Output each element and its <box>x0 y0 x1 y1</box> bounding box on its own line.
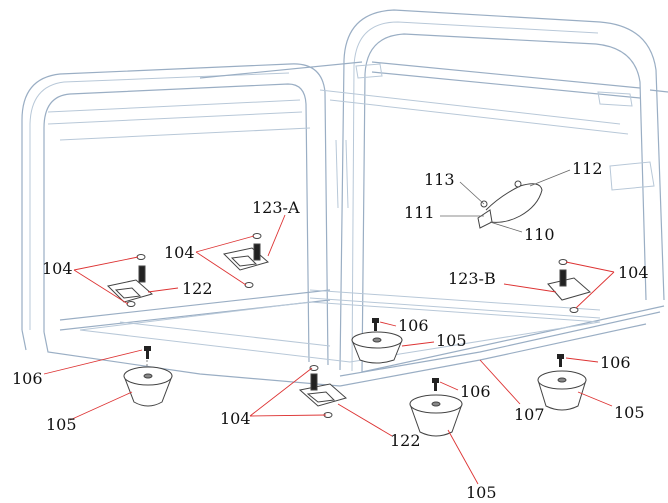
label-106-right: 106 <box>600 353 631 372</box>
label-112: 112 <box>572 159 603 178</box>
label-104-right: 104 <box>618 263 649 282</box>
label-106-center: 106 <box>398 316 429 335</box>
mount-123-b <box>547 259 592 313</box>
label-110: 110 <box>524 225 555 244</box>
label-105-right: 105 <box>614 403 645 422</box>
label-123-a: 123-A <box>252 198 300 217</box>
foot-105-right <box>537 370 587 411</box>
label-113: 113 <box>424 170 455 189</box>
label-104-top: 104 <box>164 243 195 262</box>
label-105-left: 105 <box>46 415 77 434</box>
label-106-front: 106 <box>460 382 491 401</box>
bolt-106-left <box>144 346 151 406</box>
mount-122-front <box>298 365 348 418</box>
label-106-left: 106 <box>12 369 43 388</box>
mount-122-left <box>106 254 154 307</box>
bolt-106-center <box>372 318 379 331</box>
label-123-b: 123-B <box>448 269 496 288</box>
label-104-left: 104 <box>42 259 73 278</box>
label-111: 111 <box>404 203 435 222</box>
mount-123-a <box>222 233 270 288</box>
wire-harness <box>477 180 543 229</box>
foot-105-front <box>409 394 463 437</box>
label-105-center: 105 <box>436 331 467 350</box>
foot-105-left <box>123 366 173 407</box>
bolt-106-right <box>557 354 564 367</box>
label-105-front: 105 <box>466 483 497 502</box>
callout-labels: 123-A 104 104 122 113 111 112 110 123-B … <box>12 159 649 502</box>
bolt-106-front <box>432 378 439 391</box>
label-122-bottom: 122 <box>390 431 421 450</box>
tubular-frame <box>21 9 668 387</box>
foot-105-center <box>351 331 403 364</box>
label-107: 107 <box>514 405 545 424</box>
leader-lines <box>43 169 615 485</box>
label-104-bottom: 104 <box>220 409 251 428</box>
label-122-left: 122 <box>182 279 213 298</box>
